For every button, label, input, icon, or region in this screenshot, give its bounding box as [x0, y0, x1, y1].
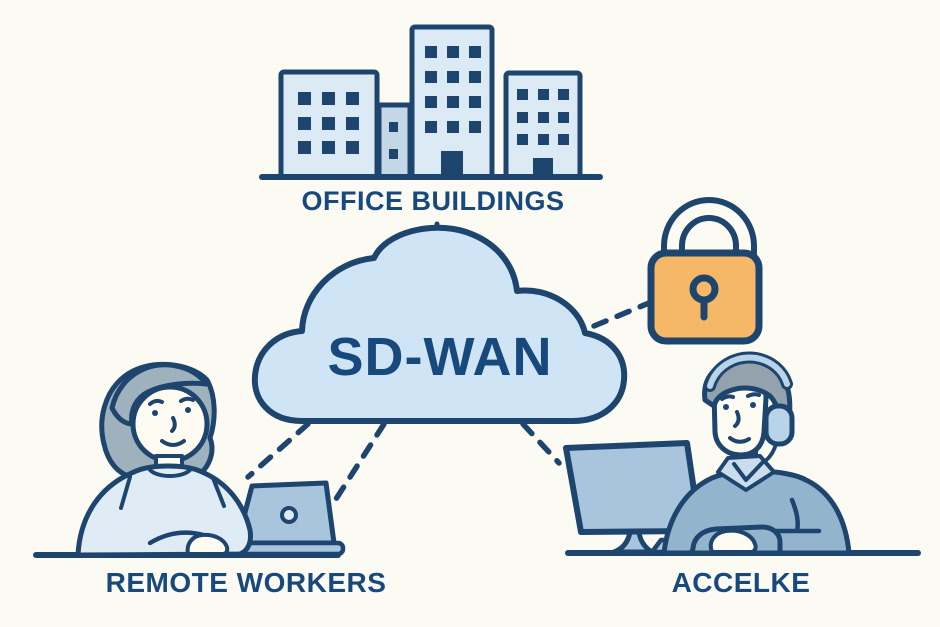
headset-band-pad — [707, 354, 790, 389]
sdwan-cloud-icon — [251, 224, 628, 424]
monitor-stand — [611, 529, 655, 555]
remote-workers-label: REMOTE WORKERS — [105, 567, 387, 598]
lock-shackle-hole — [667, 203, 751, 268]
cloud-to-lock-link — [591, 300, 652, 329]
building-windows — [298, 46, 569, 177]
padlock-icon — [647, 197, 763, 345]
woman-face-features — [148, 396, 195, 447]
building-small — [376, 102, 413, 180]
man-hand — [708, 528, 758, 554]
woman-collar-line — [148, 468, 192, 478]
laptop-logo — [280, 506, 298, 524]
headset-ear-cup — [763, 403, 795, 447]
woman-bangs — [109, 362, 209, 427]
cloud-shape — [251, 224, 628, 424]
woman-shirt — [75, 463, 253, 558]
office-buildings-label: OFFICE BUILDINGS — [301, 186, 565, 216]
remote-worker-at-laptop-icon — [33, 361, 346, 558]
man-collar-v-line — [732, 461, 764, 482]
woman-hand — [185, 532, 230, 556]
woman-face — [130, 384, 210, 464]
man-face-features — [720, 392, 761, 444]
woman-sleeve-seams — [119, 475, 226, 510]
cloud-to-worker-link-1 — [245, 421, 311, 480]
accelke-label: ACCELKE — [671, 567, 811, 598]
sdwan-cloud-label: SD-WAN — [327, 327, 553, 387]
cloud-to-agent-link — [520, 421, 562, 466]
support-agent-at-desktop-icon — [563, 351, 921, 556]
office-buildings-icon — [259, 24, 603, 180]
cloud-to-worker-link-2 — [333, 421, 387, 502]
